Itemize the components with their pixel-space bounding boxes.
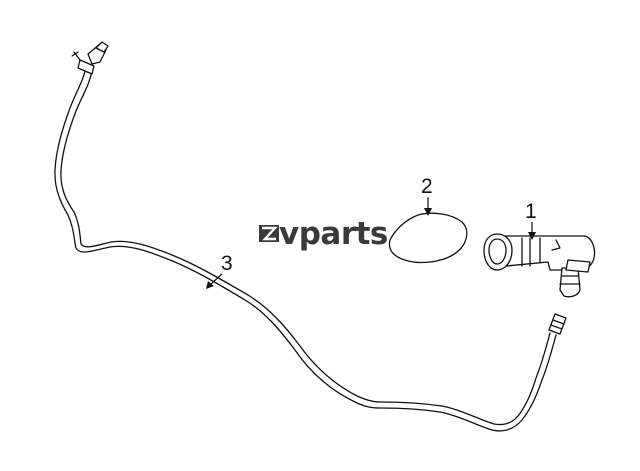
vparts-logo-mark [259,225,279,242]
vparts-watermark: vparts [259,216,388,252]
washer-cover-cap [388,212,468,264]
callout-3-arrow [206,281,214,289]
callout-2-label: 2 [421,175,433,198]
hose-top-connector [71,41,109,75]
callout-1: 1 [525,200,537,240]
callout-2: 2 [421,175,433,216]
callout-2-arrow [424,208,432,216]
callout-3: 3 [206,252,233,289]
hose-end-connector [548,313,567,335]
vparts-logo-text: vparts [279,216,388,252]
callout-1-label: 1 [525,200,537,223]
callout-3-label: 3 [221,252,233,275]
washer-hose [54,41,567,432]
callout-1-arrow [528,232,536,240]
washer-nozzle [483,233,596,298]
